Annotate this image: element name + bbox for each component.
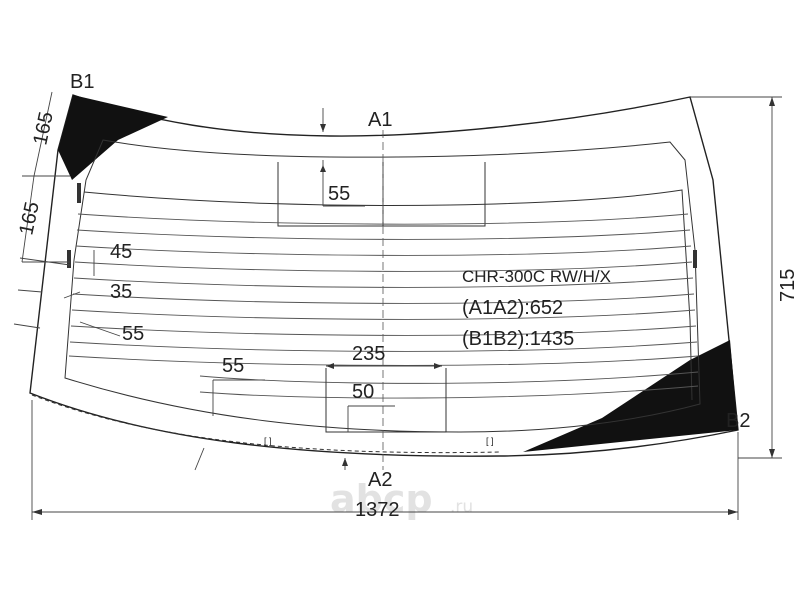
dim-165-second: 165 [15,200,43,237]
mark-left: [ ] [264,436,272,446]
dim-1372: 1372 [355,499,400,521]
heated-area-outline [64,139,701,433]
heater-lines [68,213,699,399]
dim-165-top: 165 [29,110,57,147]
mark-right: [ ] [486,436,494,446]
dashed-edge [31,394,501,454]
sensor-area-box [277,162,486,227]
dim-235: 235 [352,343,385,365]
ceramic-bottom-right [523,340,738,452]
connector-right [693,250,697,268]
connector-left [67,250,71,268]
inner-contour [83,189,693,401]
watermark-tld: .ru [450,497,473,517]
dim-715: 715 [777,269,799,302]
dim-sensor-55: 55 [328,183,350,205]
label-b1: B1 [70,71,94,93]
dim-55-bottom: 55 [222,355,244,377]
dim-165-top-line [33,91,53,177]
dim-55-leader [13,323,41,329]
bottom-edge-leader [194,447,205,471]
label-a2: A2 [368,469,392,491]
connector-left-top [77,183,81,203]
dim-55-left: 55 [122,323,144,345]
ceramic-top-left [58,95,168,180]
dim-45-leader [19,257,71,266]
glass-outline [29,94,739,457]
dim-45: 45 [110,241,132,263]
part-code: CHR-300C RW/H/X [462,267,611,286]
dim-50: 50 [352,381,374,403]
label-b2: B2 [726,410,750,432]
bottom-tab [325,368,447,433]
dim-35: 35 [110,281,132,303]
watermark-brand: abcp [330,477,433,521]
part-a1a2: (A1A2):652 [462,297,563,319]
part-b1b2: (B1B2):1435 [462,328,574,350]
dim-165-second-line [21,175,35,263]
label-a1: A1 [368,109,392,131]
dim-35-leader [17,289,43,293]
